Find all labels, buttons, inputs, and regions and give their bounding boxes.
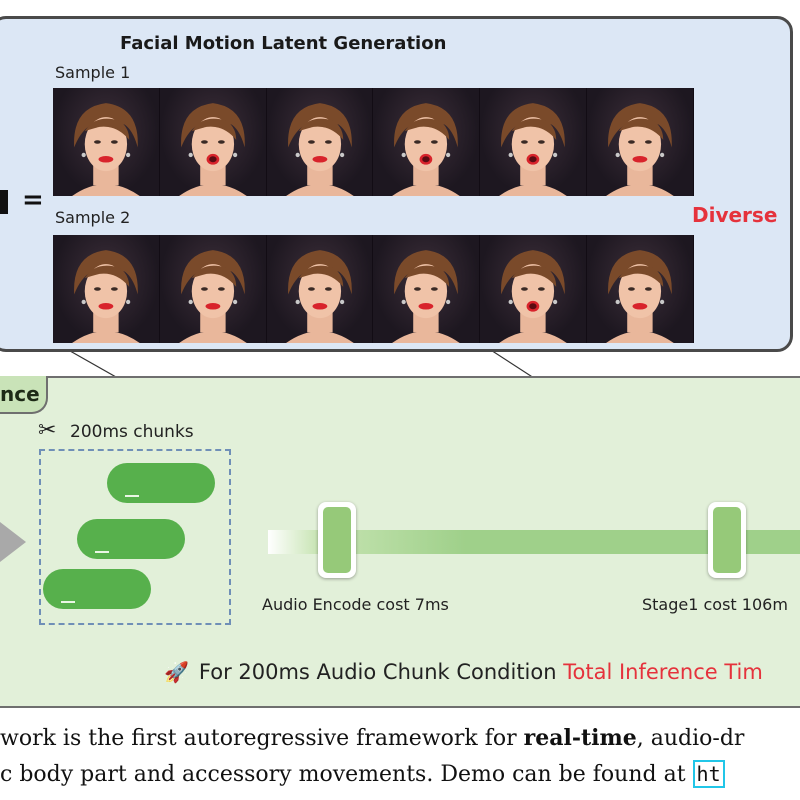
audio-encode-cost-label: Audio Encode cost 7ms bbox=[262, 595, 449, 614]
face-frame bbox=[373, 88, 480, 196]
arrow-right-icon bbox=[0, 522, 26, 562]
face-frame bbox=[160, 88, 267, 196]
face-frame bbox=[53, 88, 160, 196]
face-frame bbox=[480, 88, 587, 196]
audio-chunk-bubble bbox=[107, 463, 215, 503]
face-frame bbox=[587, 88, 694, 196]
face-frame bbox=[587, 235, 694, 343]
sample-1-label: Sample 1 bbox=[55, 63, 130, 82]
diverse-label: Diverse bbox=[692, 203, 777, 227]
rocket-icon: 🚀 bbox=[164, 660, 189, 684]
sample-2-frames bbox=[53, 235, 694, 343]
equals-sign: = bbox=[22, 185, 44, 215]
face-frame bbox=[373, 235, 480, 343]
face-frame bbox=[480, 235, 587, 343]
caption-bold-text: real-time bbox=[524, 725, 637, 751]
stage1-cost-label: Stage1 cost 106m bbox=[642, 595, 788, 614]
audio-chunk-box bbox=[39, 449, 231, 625]
audio-chunk-bubble bbox=[43, 569, 151, 609]
scissors-icon: ✂ bbox=[38, 418, 56, 443]
footer-prefix: For 200ms Audio Chunk Condition bbox=[199, 660, 557, 684]
inference-footer: 🚀 For 200ms Audio Chunk Condition Total I… bbox=[164, 660, 763, 684]
caption-text: c body part and accessory movements. Dem… bbox=[0, 762, 693, 787]
sample-2-label: Sample 2 bbox=[55, 208, 130, 227]
latent-symbol-mark bbox=[0, 190, 8, 214]
face-frame bbox=[267, 88, 374, 196]
audio-encode-node bbox=[318, 502, 356, 578]
caption-text: work is the first autoregressive framewo… bbox=[0, 726, 524, 751]
caption-line-2: c body part and accessory movements. Dem… bbox=[0, 760, 725, 788]
audio-chunk-bubble bbox=[77, 519, 185, 559]
panel-title: Facial Motion Latent Generation bbox=[120, 33, 446, 54]
total-inference-label: Total Inference Tim bbox=[563, 660, 763, 684]
caption-line-1: work is the first autoregressive framewo… bbox=[0, 725, 744, 751]
stage1-node bbox=[708, 502, 746, 578]
face-frame bbox=[267, 235, 374, 343]
face-frame bbox=[160, 235, 267, 343]
face-frame bbox=[53, 235, 160, 343]
stage-tab-label: nce bbox=[0, 382, 40, 406]
caption-text: , audio-dr bbox=[637, 726, 745, 751]
demo-link[interactable]: ht bbox=[693, 760, 725, 788]
chunks-label: 200ms chunks bbox=[70, 422, 194, 442]
timeline-fade bbox=[268, 530, 322, 554]
sample-1-frames bbox=[53, 88, 694, 196]
